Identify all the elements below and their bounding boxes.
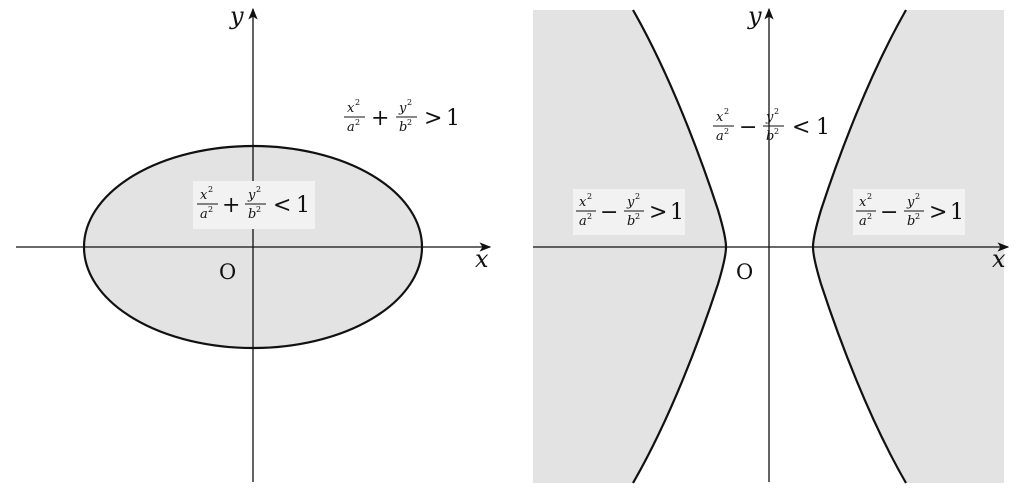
hyperbola-middle-inequality: x 2 a 2 − y 2 b 2 < 1 [713,107,830,144]
term2-numerator-exponent: 2 [774,107,779,116]
term2-numerator: y [247,188,256,203]
term1-denominator-exponent: 2 [867,212,872,221]
term1-denominator: a [859,214,867,229]
term2-denominator-exponent: 2 [915,212,920,221]
ellipse-outside-inequality: x 2 a 2 + y 2 b 2 > 1 [344,98,460,135]
term1-denominator-exponent: 2 [208,205,213,214]
term2-numerator-exponent: 2 [915,192,920,201]
term2-denominator: b [399,120,407,135]
term2-denominator-exponent: 2 [256,205,261,214]
term2-numerator: y [765,110,774,125]
minus-operator: − [600,200,618,225]
greater-than-sign: > [649,200,667,225]
term1-numerator: x [579,195,587,210]
term2-numerator-exponent: 2 [635,192,640,201]
less-than-sign: < [273,193,291,218]
left-origin-label: O [219,260,236,284]
right-x-axis-label: x [992,245,1006,273]
term1-numerator-exponent: 2 [724,107,729,116]
term2-denominator: b [248,207,256,222]
right-hand-side: 1 [446,106,460,131]
greater-than-sign: > [424,106,442,131]
term1-denominator: a [200,207,208,222]
right-hand-side: 1 [670,200,684,225]
right-origin-label: O [736,260,753,284]
ellipse-panel: x y O x 2 a 2 + y 2 b 2 < 1 x [16,2,492,482]
term2-numerator-exponent: 2 [256,185,261,194]
label-background [573,189,685,235]
left-y-axis-label: y [229,2,244,30]
term2-numerator: y [626,195,635,210]
term2-denominator: b [627,214,635,229]
term1-numerator-exponent: 2 [208,185,213,194]
hyperbola-left-inequality: x 2 a 2 − y 2 b 2 > 1 [573,189,685,235]
term1-numerator-exponent: 2 [867,192,872,201]
right-hand-side: 1 [950,200,964,225]
plus-operator: + [371,106,389,131]
term2-denominator-exponent: 2 [635,212,640,221]
left-x-axis-label: x [475,245,489,273]
label-background [853,189,965,235]
term1-denominator-exponent: 2 [355,118,360,127]
hyperbola-panel: x y O x 2 a 2 − y 2 b 2 < 1 x 2 a [533,2,1010,484]
hyperbola-right-inequality: x 2 a 2 − y 2 b 2 > 1 [853,189,965,235]
term2-denominator: b [766,129,774,144]
minus-operator: − [739,115,757,140]
term2-denominator: b [907,214,915,229]
plus-operator: + [222,193,240,218]
term2-denominator-exponent: 2 [774,127,779,136]
term1-numerator-exponent: 2 [355,98,360,107]
term1-numerator: x [200,188,208,203]
term1-denominator-exponent: 2 [587,212,592,221]
term1-denominator: a [579,214,587,229]
term2-numerator: y [398,101,407,116]
right-hand-side: 1 [816,115,830,140]
term1-numerator-exponent: 2 [587,192,592,201]
right-y-axis-label: y [747,2,762,30]
less-than-sign: < [792,115,810,140]
term2-numerator-exponent: 2 [407,98,412,107]
term2-denominator-exponent: 2 [407,118,412,127]
term2-numerator: y [906,195,915,210]
ellipse-inside-inequality: x 2 a 2 + y 2 b 2 < 1 [193,181,315,229]
term1-denominator: a [716,129,724,144]
greater-than-sign: > [929,200,947,225]
right-hand-side: 1 [296,193,310,218]
term1-denominator-exponent: 2 [724,127,729,136]
minus-operator: − [880,200,898,225]
label-background [193,181,315,229]
term1-numerator: x [716,110,724,125]
term1-numerator: x [347,101,355,116]
term1-denominator: a [347,120,355,135]
term1-numerator: x [859,195,867,210]
